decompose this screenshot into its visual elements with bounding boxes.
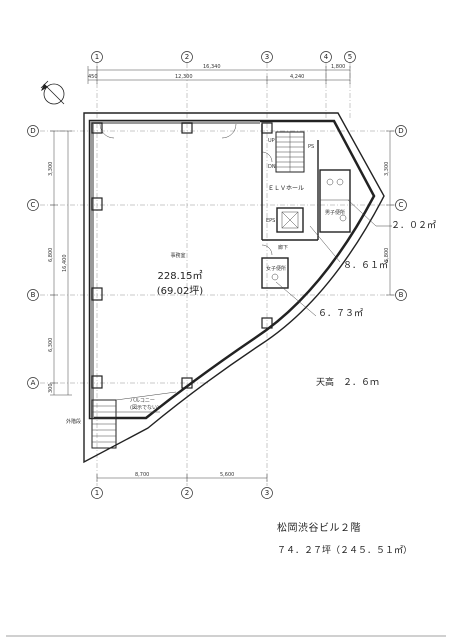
dim-right-d1: 3,300 [384, 162, 390, 176]
dim-top-d4: 1,800 [331, 64, 345, 70]
axis-top-1: 1 [95, 53, 99, 61]
axis-right-D: D [398, 127, 403, 135]
axis-top-3: 3 [265, 53, 269, 61]
office-label: 事務室 [170, 252, 185, 259]
dim-left-d2: 6,800 [48, 248, 54, 262]
columns [91, 122, 273, 389]
office-area-tsubo: (69.02坪) [157, 284, 204, 297]
dim-left-d4: 300 [48, 383, 54, 393]
axis-bubbles-left: D C B A [27, 125, 39, 389]
office-area-m2: 228.15㎡ [158, 270, 203, 282]
axis-left-C: C [31, 201, 36, 209]
axis-bottom-1: 1 [95, 489, 99, 497]
axis-left-D: D [30, 127, 35, 135]
ps-label: PS [308, 144, 314, 150]
dim-top-d2: 12,300 [175, 74, 193, 80]
dim-left-total: 16,400 [62, 255, 68, 273]
dim-left-d3: 6,300 [48, 338, 54, 352]
stair-dn-label: DN [268, 164, 276, 170]
drawing-title: 松岡渋谷ビル２階 [277, 521, 361, 534]
dim-right-d2: 5,800 [384, 248, 390, 262]
external-stair-label: 外階段 [66, 418, 81, 425]
dim-top-d1: 450 [88, 74, 98, 80]
callout-mens-wc-area: ２．０２㎡ [391, 220, 436, 231]
balcony-sub-label: (図示でない) [130, 404, 159, 411]
top-dimensions: 450 16,340 12,300 4,240 1,800 [87, 64, 351, 84]
dim-left-d1: 3,300 [48, 162, 54, 176]
callout-elv-area: ８．６１㎡ [343, 260, 388, 271]
drawing-subtitle: ７４．２７坪（２４５．５１㎡） [277, 545, 412, 556]
axis-top-4: 4 [324, 53, 329, 61]
axis-bubbles-bottom: 1 2 3 [91, 487, 273, 499]
womens-wc-label: 女子便所 [266, 265, 286, 272]
north-arrow-icon [40, 80, 65, 105]
right-dimensions: 3,300 5,800 [384, 130, 394, 296]
callout-womens-wc-area: ６．７３㎡ [318, 308, 363, 319]
building-outline [83, 112, 385, 464]
ceiling-height: 天高 ２．６ｍ [316, 376, 379, 388]
eps-label: EPS [266, 218, 275, 224]
room-labels: 事務室 228.15㎡ (69.02坪) ＥＬＶホール 廊下 男子便所 女子便所… [66, 138, 345, 425]
left-dimensions: 3,300 6,800 6,300 300 16,400 [48, 130, 72, 396]
axis-top-2: 2 [185, 53, 189, 61]
axis-bubbles-top: 1 2 3 4 5 [91, 51, 356, 63]
axis-top-5: 5 [348, 53, 352, 61]
dim-bottom-d1: 8,700 [135, 472, 149, 478]
axis-bottom-2: 2 [185, 489, 189, 497]
mens-wc-label: 男子便所 [325, 209, 345, 216]
balcony-label: バルコニー [130, 398, 155, 404]
axis-right-B: B [399, 291, 404, 299]
dim-top-total: 16,340 [203, 64, 221, 70]
area-callouts: ２．０２㎡ ８．６１㎡ ６．７３㎡ [275, 199, 436, 319]
stair-up-label: UP [268, 138, 275, 144]
corridor-label: 廊下 [278, 244, 288, 251]
bottom-dimensions: 8,700 5,600 [96, 472, 268, 482]
external-stair-area [91, 391, 177, 449]
core-area [99, 123, 351, 289]
axis-bottom-3: 3 [265, 489, 269, 497]
dim-top-d3: 4,240 [290, 74, 304, 80]
axis-left-A: A [31, 379, 36, 387]
elv-hall-label: ＥＬＶホール [268, 185, 304, 192]
axis-left-B: B [31, 291, 36, 299]
axis-right-C: C [399, 201, 404, 209]
dim-bottom-d2: 5,600 [220, 472, 234, 478]
axis-bubbles-right: D C B [395, 125, 407, 301]
